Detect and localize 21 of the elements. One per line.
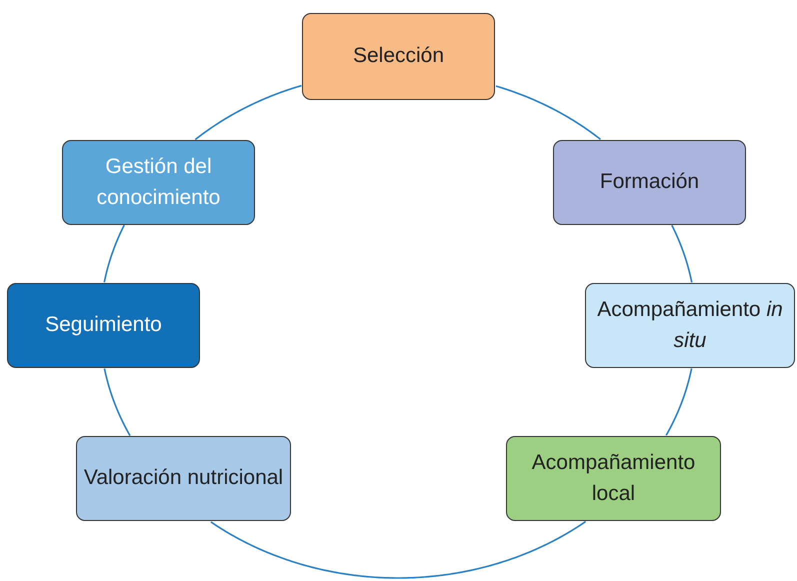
stage-box [585, 283, 795, 368]
stage-box [7, 283, 200, 368]
stage-label: Acompañamiento in situ [596, 297, 784, 354]
stage-box [76, 436, 291, 521]
stage-box [302, 13, 495, 100]
stage-label: Acompañamiento local [530, 450, 696, 506]
connector-arc [666, 368, 692, 436]
connector-arc [210, 520, 586, 579]
stage-box [553, 140, 746, 225]
connector-arc [104, 224, 125, 282]
stage-label: Seguimiento [45, 312, 162, 338]
stage-box [506, 436, 721, 521]
connector-arc [104, 368, 131, 436]
connector-arc [194, 84, 302, 140]
stage-label: Selección [352, 43, 444, 70]
stage-label: Valoración nutricional [84, 465, 284, 492]
connector-arc [496, 85, 601, 140]
stage-label: Gestión del conocimiento [96, 154, 222, 210]
stage-box [62, 140, 255, 225]
connector-arc [671, 224, 693, 283]
stage-label: Formación [600, 169, 700, 196]
